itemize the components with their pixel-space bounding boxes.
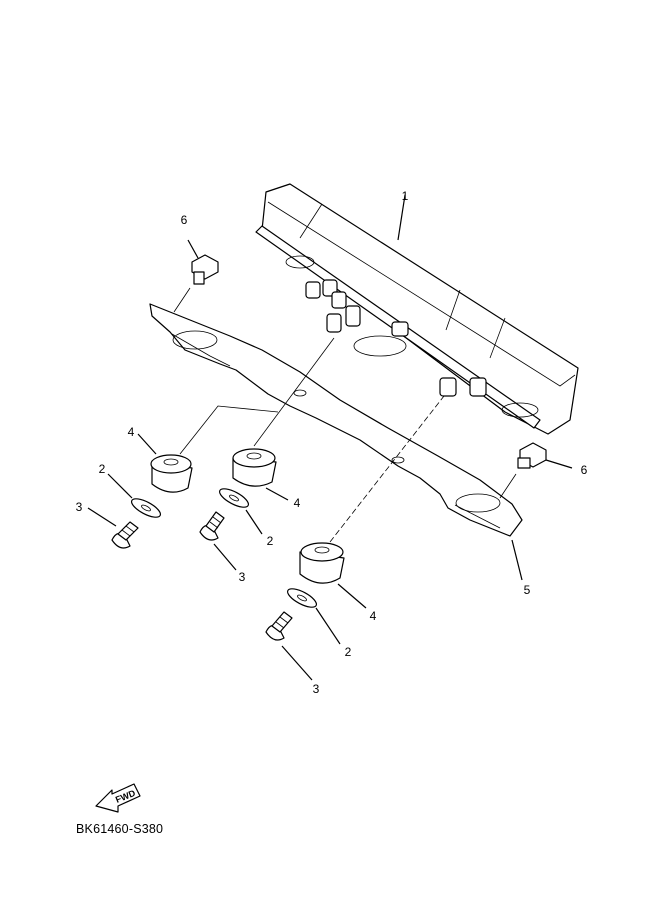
callout-damper-right: 4 bbox=[370, 609, 377, 623]
callout-washer-right: 2 bbox=[345, 645, 352, 659]
bracket bbox=[149, 303, 523, 581]
callout-washer-left: 2 bbox=[99, 462, 106, 476]
callout-screw-middle: 3 bbox=[239, 570, 246, 584]
callout-damper-middle: 4 bbox=[294, 496, 301, 510]
callout-bracket: 5 bbox=[524, 583, 531, 597]
callout-bolt-right: 6 bbox=[581, 463, 588, 477]
damper-left bbox=[137, 405, 279, 493]
callout-screw-right: 3 bbox=[313, 682, 320, 696]
bolt-left bbox=[173, 239, 219, 313]
callout-screw-left: 3 bbox=[76, 500, 83, 514]
callout-damper-left: 4 bbox=[128, 425, 135, 439]
callout-washer-middle: 2 bbox=[267, 534, 274, 548]
damper-middle bbox=[232, 337, 335, 501]
callout-meter-assembly: 1 bbox=[402, 189, 409, 203]
meter-assembly bbox=[255, 183, 579, 435]
screw-middle bbox=[199, 511, 237, 571]
fwd-arrow-icon: FWD bbox=[95, 783, 141, 813]
damper-right bbox=[299, 395, 445, 609]
washer-left bbox=[107, 473, 162, 518]
screw-left bbox=[87, 507, 139, 549]
screw-right bbox=[265, 611, 313, 681]
callout-bolt-left: 6 bbox=[181, 213, 188, 227]
bolt-right bbox=[499, 442, 573, 499]
washer-right bbox=[286, 588, 341, 645]
drawing-code: BK61460-S380 bbox=[76, 822, 163, 836]
washer-middle bbox=[218, 488, 263, 535]
